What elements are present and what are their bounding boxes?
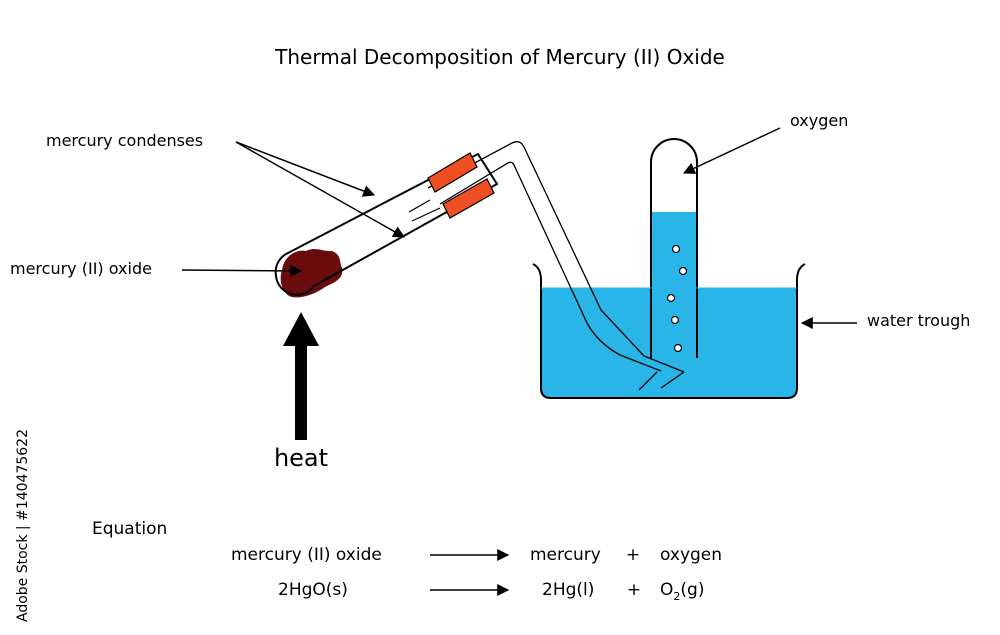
water-trough-label: water trough <box>867 311 970 330</box>
symbol-product-1: 2Hg(l) <box>542 580 594 600</box>
tube-body <box>274 152 499 296</box>
equation-heading: Equation <box>92 519 167 539</box>
rubber-stopper <box>427 152 495 219</box>
word-product-2: oxygen <box>660 545 722 565</box>
bubble <box>678 266 688 276</box>
page-title: Thermal Decomposition of Mercury (II) Ox… <box>274 45 725 69</box>
mercury-oxide-solid <box>280 248 343 298</box>
bubble <box>671 244 681 254</box>
mercury-oxide-label: mercury (II) oxide <box>10 259 152 278</box>
watermark-text: Adobe Stock | #140475622 <box>15 429 31 622</box>
pointer-arrow <box>235 141 376 197</box>
pointer-arrow <box>235 141 406 238</box>
test-tube <box>274 152 499 298</box>
word-reactant: mercury (II) oxide <box>231 545 382 565</box>
bubble <box>670 315 680 325</box>
word-plus: + <box>626 545 640 565</box>
heat-label: heat <box>274 444 328 472</box>
inner-tube-line <box>411 207 441 222</box>
symbol-reactant: 2HgO(s) <box>278 580 348 600</box>
tube-water <box>651 212 697 358</box>
oxygen-bubbles <box>666 244 688 353</box>
word-product-1: mercury <box>530 545 601 565</box>
symbol-product-2: O2(g) <box>660 580 704 603</box>
collection-tube <box>541 138 797 358</box>
heat-arrow-head <box>283 312 319 346</box>
mercury-condenses-label: mercury condenses <box>46 131 203 150</box>
pointer-arrow <box>682 127 781 174</box>
trough-outline <box>532 263 806 399</box>
heat-arrow-shaft <box>295 344 307 440</box>
pointer-arrow <box>181 264 303 277</box>
delivery-tube <box>427 141 685 391</box>
oxygen-state: (g) <box>680 580 704 600</box>
tube-outline <box>650 138 698 358</box>
symbol-plus: + <box>627 580 641 600</box>
bubble <box>666 293 676 303</box>
oxygen-subscript: 2 <box>673 590 680 603</box>
heat-arrow <box>283 312 319 440</box>
oxygen-symbol: O <box>660 580 673 600</box>
inner-tube-line <box>408 199 431 213</box>
bubble <box>673 343 683 353</box>
oxygen-label: oxygen <box>790 111 848 130</box>
